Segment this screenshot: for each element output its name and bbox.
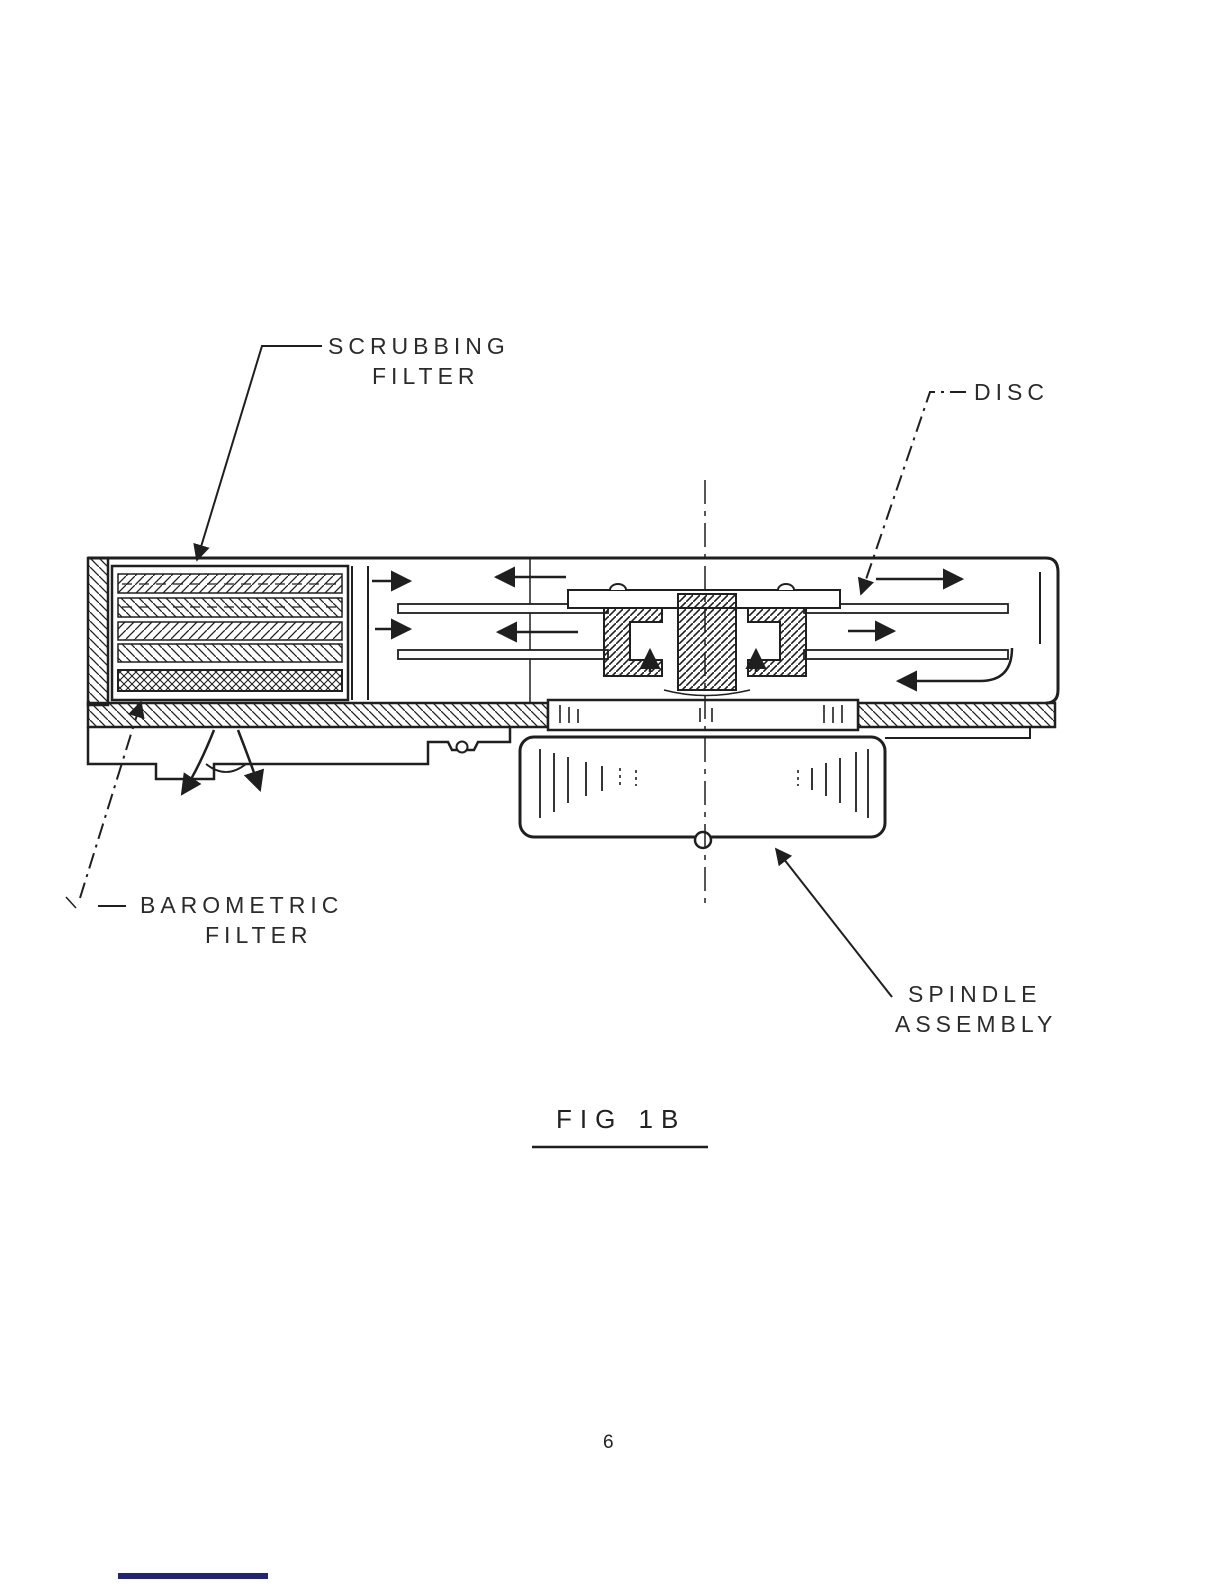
label-scrubbing-filter-line2: FILTER xyxy=(372,363,480,389)
figure-caption: FIG 1B xyxy=(556,1104,687,1134)
label-spindle-assembly-line2: ASSEMBLY xyxy=(895,1011,1058,1037)
airflow-arrows xyxy=(180,566,1014,796)
leader-barometric-filter xyxy=(79,700,145,899)
disc-platters xyxy=(397,603,1009,660)
label-spindle-assembly-line1: SPINDLE xyxy=(908,981,1042,1007)
label-barometric-filter-line2: FILTER xyxy=(205,922,313,948)
footer-ink-bar xyxy=(118,1573,268,1579)
barometric-filter-strip xyxy=(117,669,343,692)
scrubbing-filter-stack xyxy=(110,564,350,702)
disc-hub-assembly xyxy=(546,583,860,732)
label-scrubbing-filter-line1: SCRUBBING xyxy=(328,333,510,359)
leader-spindle-assembly xyxy=(774,847,893,998)
label-barometric-filter-line1: BAROMETRIC xyxy=(140,892,344,918)
label-disc: DISC xyxy=(974,379,1049,405)
leader-disc xyxy=(857,391,966,596)
leader-lines xyxy=(65,345,966,998)
spindle-assembly-housing xyxy=(518,735,887,850)
leader-scrubbing-filter xyxy=(193,345,322,562)
page-number: 6 xyxy=(603,1432,614,1453)
